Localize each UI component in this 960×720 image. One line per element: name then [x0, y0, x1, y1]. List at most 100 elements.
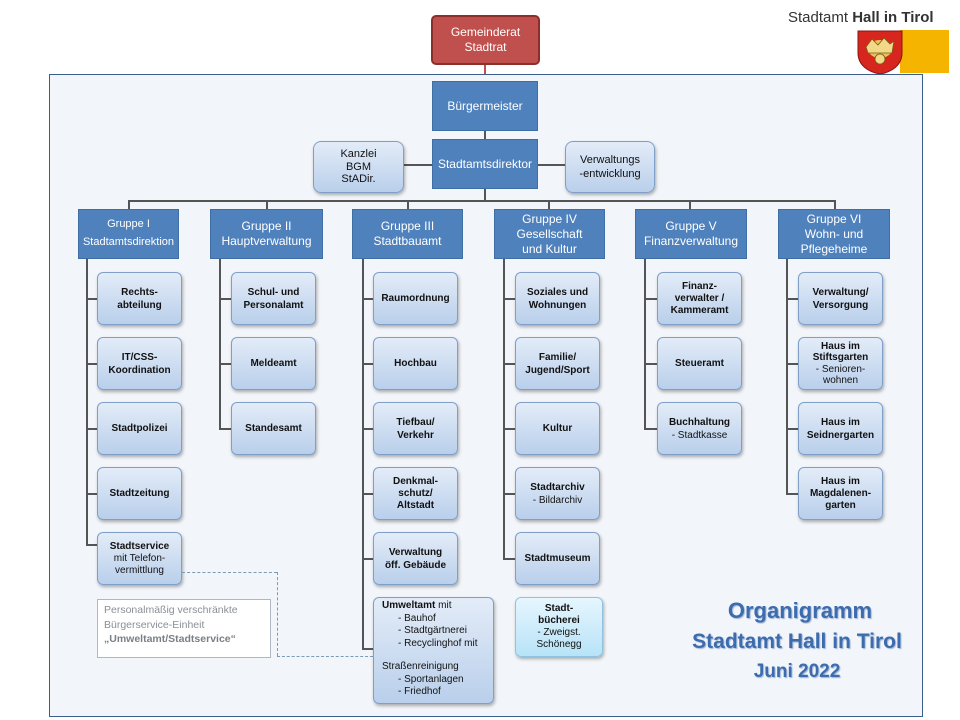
gruppe-3-header: Gruppe III Stadtbauamt: [352, 209, 463, 259]
buergermeister-label: Bürgermeister: [447, 98, 523, 113]
shared-unit-note: Personalmäßig verschränkte Bürgerservice…: [97, 599, 271, 658]
box-stadtpolizei: Stadtpolizei: [97, 402, 182, 455]
red-connector: [484, 65, 486, 82]
drop-gruppe-2: [266, 200, 268, 209]
familie-line1: Familie/: [538, 351, 577, 363]
tick: [219, 363, 231, 365]
box-schul-personalamt: Schul- und Personalamt: [231, 272, 316, 325]
tick: [86, 493, 97, 495]
box-kultur: Kultur: [515, 402, 600, 455]
stadtpolizei-label: Stadtpolizei: [111, 423, 168, 434]
umwelt-extra-2: - Friedhof: [398, 686, 441, 697]
spine-gruppe-1: [86, 259, 88, 545]
box-soziales: Soziales und Wohnungen: [515, 272, 600, 325]
seidner-line2: Seidnergarten: [806, 429, 875, 441]
versorgung-line2: Versorgung: [812, 299, 869, 311]
stadtarchiv-sub: - Bildarchiv: [532, 494, 583, 506]
stifts-line2: Stiftsgarten: [812, 352, 869, 363]
organigramm-line3: Juni 2022: [753, 661, 841, 682]
gruppe-6-title: Gruppe VI: [806, 211, 862, 226]
organigramm-line1: Organigramm: [727, 598, 873, 623]
box-seidnergarten: Haus im Seidnergarten: [798, 402, 883, 455]
box-stadtarchiv: Stadtarchiv - Bildarchiv: [515, 467, 600, 520]
tick: [219, 428, 231, 430]
coat-of-arms-icon: [857, 30, 903, 75]
umwelt-head-row: Umweltamt mit: [382, 600, 451, 613]
denkmal-line2: schutz/: [398, 487, 433, 499]
drop-gruppe-3: [407, 200, 409, 209]
gruppe-1-header: Gruppe I Stadtamtsdirektion: [78, 209, 179, 259]
brand-yellow-bar: [900, 30, 949, 73]
buergermeister-box: Bürgermeister: [432, 81, 538, 131]
it-line1: IT/CSS-: [121, 351, 158, 363]
box-umweltamt: Umweltamt mit - Bauhof - Stadtgärtnerei …: [373, 597, 494, 704]
versorgung-line1: Verwaltung/: [812, 286, 869, 298]
stifts-sub1: - Senioren-: [815, 363, 866, 375]
box-raumordnung: Raumordnung: [373, 272, 458, 325]
drop-gruppe-6: [834, 200, 836, 209]
buecherei-sub2: Schönegg: [536, 639, 582, 650]
verwgeb-line2: öff. Gebäude: [384, 559, 447, 571]
gruppe-5-sub: Finanzverwaltung: [643, 234, 739, 248]
tick: [503, 298, 515, 300]
stadtservice-label: Stadtservice: [109, 540, 170, 552]
umwelt-extra-1: - Sportanlagen: [398, 673, 464, 685]
tick: [86, 428, 97, 430]
umwelt-item-1: - Bauhof: [398, 612, 436, 624]
dashed-link-umwelt: [277, 656, 373, 657]
tick: [362, 648, 373, 650]
box-buchhaltung: Buchhaltung - Stadtkasse: [657, 402, 742, 455]
rechts-line1: Rechts-: [121, 286, 158, 298]
box-steueramt: Steueramt: [657, 337, 742, 390]
gruppe-4-sub-2: und Kultur: [522, 241, 577, 256]
buecherei-line1: Stadt-: [544, 603, 574, 614]
box-it-css: IT/CSS- Koordination: [97, 337, 182, 390]
gruppe-6-header: Gruppe VI Wohn- und Pflegeheime: [778, 209, 890, 259]
stifts-sub2: wohnen: [822, 375, 859, 386]
tick: [786, 493, 798, 495]
it-line2: Koordination: [108, 364, 171, 376]
box-stiftsgarten: Haus im Stiftsgarten - Senioren- wohnen: [798, 337, 883, 390]
connector-kanzlei: [404, 164, 432, 166]
drop-gruppe-1: [128, 200, 130, 209]
spine-gruppe-3: [362, 259, 364, 650]
tiefbau-line2: Verkehr: [397, 429, 434, 441]
tick: [362, 298, 373, 300]
umwelt-head: Umweltamt: [382, 600, 436, 611]
brand-prefix: Stadtamt: [788, 9, 853, 26]
finanz-line2: verwalter /: [674, 292, 725, 304]
tick: [86, 363, 97, 365]
stadtrat-label: Stadtrat: [464, 40, 507, 54]
tick: [86, 298, 97, 300]
raumordnung-label: Raumordnung: [381, 293, 450, 304]
kanzlei-line2: BGM: [345, 160, 372, 173]
stifts-line1: Haus im: [821, 340, 860, 352]
box-stadtzeitung: Stadtzeitung: [97, 467, 182, 520]
organigramm-subtitle: Stadtamt Hall in Tirol: [672, 630, 922, 654]
verwaltungsentwicklung-box: Verwaltungs -entwicklung: [565, 141, 655, 193]
denkmal-line1: Denkmal-: [392, 475, 438, 487]
connector-mayor-director: [484, 131, 486, 139]
umwelt-head-suffix: mit: [435, 600, 452, 611]
spine-gruppe-6: [786, 259, 788, 494]
spine-gruppe-2: [219, 259, 221, 429]
meldeamt-label: Meldeamt: [250, 358, 297, 369]
stadtservice-sub1: mit Telefon-: [113, 552, 166, 564]
gruppe-5-header: Gruppe V Finanzverwaltung: [635, 209, 747, 259]
stadtzeitung-label: Stadtzeitung: [109, 488, 170, 499]
tick: [86, 544, 97, 546]
gruppe-1-title: Gruppe I: [107, 218, 150, 231]
hochbau-label: Hochbau: [394, 358, 437, 369]
kultur-label: Kultur: [542, 423, 573, 434]
gruppe-2-sub: Hauptverwaltung: [221, 234, 312, 248]
rechts-line2: abteilung: [117, 299, 162, 311]
umwelt-extra: Straßenreinigung: [382, 661, 459, 672]
tick: [644, 298, 657, 300]
note-line3: „Umweltamt/Stadtservice“: [104, 633, 236, 646]
box-tiefbau: Tiefbau/ Verkehr: [373, 402, 458, 455]
tick: [503, 428, 515, 430]
familie-line2: Jugend/Sport: [525, 364, 590, 376]
dashed-link-vertical: [277, 572, 278, 656]
dashed-link-stadtservice: [182, 572, 277, 573]
buchhaltung-sub: - Stadtkasse: [671, 429, 728, 441]
